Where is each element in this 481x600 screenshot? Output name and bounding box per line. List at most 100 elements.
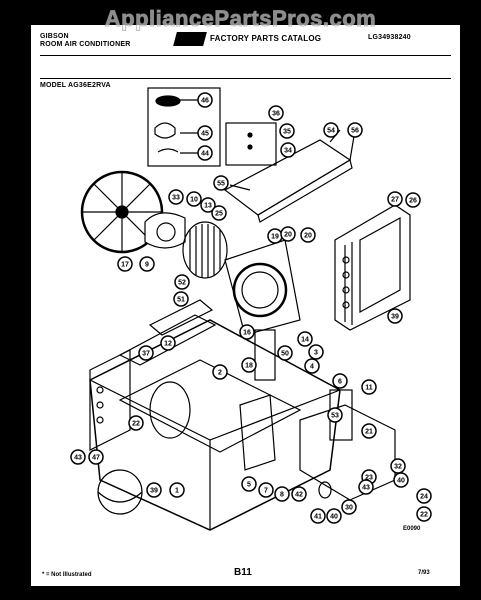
callout-number: 41 — [314, 514, 322, 521]
catalog-title: FACTORY PARTS CATALOG — [210, 34, 322, 43]
callout-bubble — [160, 335, 176, 351]
callout-number: 39 — [391, 314, 399, 321]
callout-number: 3 — [314, 350, 318, 357]
callout-bubble — [405, 192, 421, 208]
drawing-code: E0090 — [403, 526, 421, 532]
callout-bubble — [139, 256, 155, 272]
callout-number: 26 — [409, 198, 417, 205]
motor-icon — [144, 212, 186, 249]
callout-number: 32 — [394, 464, 402, 471]
callout-number: 7 — [264, 488, 268, 495]
callout-number: 12 — [164, 341, 172, 348]
callout-number: 36 — [272, 111, 280, 118]
callout-number: 40 — [397, 478, 405, 485]
callout-bubble — [173, 291, 189, 307]
callout-number: 20 — [304, 233, 312, 240]
catalog-number: LG34938240 — [368, 34, 411, 41]
callout-number: 24 — [420, 494, 428, 501]
callout-number: 9 — [145, 262, 149, 269]
callout-number: 43 — [362, 485, 370, 492]
chassis-icon — [89, 319, 341, 531]
callout-number: 44 — [201, 151, 209, 158]
parts-inset-box-2 — [225, 122, 277, 166]
callout-number: 34 — [284, 148, 292, 155]
callout-number: 19 — [271, 234, 279, 241]
callout-bubble — [268, 105, 284, 121]
callout-number: 42 — [295, 492, 303, 499]
callout-bubble — [138, 345, 154, 361]
callout-bubble — [117, 256, 133, 272]
callout-bubble — [323, 122, 339, 138]
callout-number: 47 — [92, 455, 100, 462]
callout-bubble — [304, 358, 320, 374]
callout-bubble — [168, 189, 184, 205]
callout-bubble — [128, 415, 144, 431]
callout-bubble — [146, 482, 162, 498]
callout-number: 45 — [201, 131, 209, 138]
callout-number: 22 — [132, 421, 140, 428]
callout-bubble — [197, 145, 213, 161]
brand-label: GIBSON — [40, 33, 69, 40]
callout-bubble — [200, 197, 216, 213]
callout-number: 4 — [310, 364, 314, 371]
callout-bubble — [361, 423, 377, 439]
callout-number: 6 — [338, 379, 342, 386]
callout-number: 5 — [247, 482, 251, 489]
callout-bubble — [291, 486, 307, 502]
parts-catalog-page — [31, 25, 460, 586]
callout-bubble — [393, 472, 409, 488]
callout-number: 25 — [215, 211, 223, 218]
callout-number: 21 — [365, 429, 373, 436]
callout-bubble — [277, 345, 293, 361]
callout-number: 27 — [391, 197, 399, 204]
callout-bubble — [174, 274, 190, 290]
callout-number: 53 — [331, 413, 339, 420]
callout-number: 2 — [218, 370, 222, 377]
callout-number: 13 — [204, 203, 212, 210]
callout-bubble — [212, 364, 228, 380]
callout-bubble — [241, 357, 257, 373]
callout-bubble — [258, 482, 274, 498]
callout-bubble — [300, 227, 316, 243]
callout-number: 35 — [283, 129, 291, 136]
callout-bubble — [361, 379, 377, 395]
footnote: * = Not Illustrated — [42, 572, 92, 578]
callout-bubble — [387, 191, 403, 207]
revision-date: 7/93 — [418, 570, 430, 576]
callout-bubble — [310, 508, 326, 524]
callout-bubble — [239, 324, 255, 340]
callout-number: 40 — [330, 514, 338, 521]
callout-bubble — [213, 175, 229, 191]
model-label: MODEL AG36E2RVA — [40, 82, 111, 89]
page-number: B11 — [234, 567, 252, 578]
callout-number: 33 — [172, 195, 180, 202]
callout-bubble — [341, 499, 357, 515]
callout-number: 22 — [420, 512, 428, 519]
callout-bubble — [70, 449, 86, 465]
callout-number: 11 — [365, 385, 373, 392]
callout-bubble — [297, 331, 313, 347]
callout-number: 17 — [121, 262, 129, 269]
callout-number: 1 — [175, 488, 179, 495]
callout-bubble — [211, 205, 227, 221]
callout-number: 14 — [301, 337, 309, 344]
callout-bubble — [197, 92, 213, 108]
callout-number: 51 — [177, 297, 185, 304]
callout-bubble — [197, 125, 213, 141]
callout-number: 37 — [142, 351, 150, 358]
product-label: ROOM AIR CONDITIONER — [40, 41, 131, 48]
callout-bubble — [416, 488, 432, 504]
callout-bubble — [279, 123, 295, 139]
watermark: AppliancePartsPros.com — [104, 6, 377, 32]
callout-bubble — [347, 122, 363, 138]
header-rule — [40, 55, 451, 56]
callout-bubble — [186, 191, 202, 207]
callout-number: 23 — [365, 475, 373, 482]
callout-bubble — [280, 226, 296, 242]
callout-number: 16 — [243, 330, 251, 337]
callout-bubble — [416, 506, 432, 522]
callout-number: 8 — [280, 492, 284, 499]
callout-bubble — [88, 449, 104, 465]
callout-number: 43 — [74, 455, 82, 462]
